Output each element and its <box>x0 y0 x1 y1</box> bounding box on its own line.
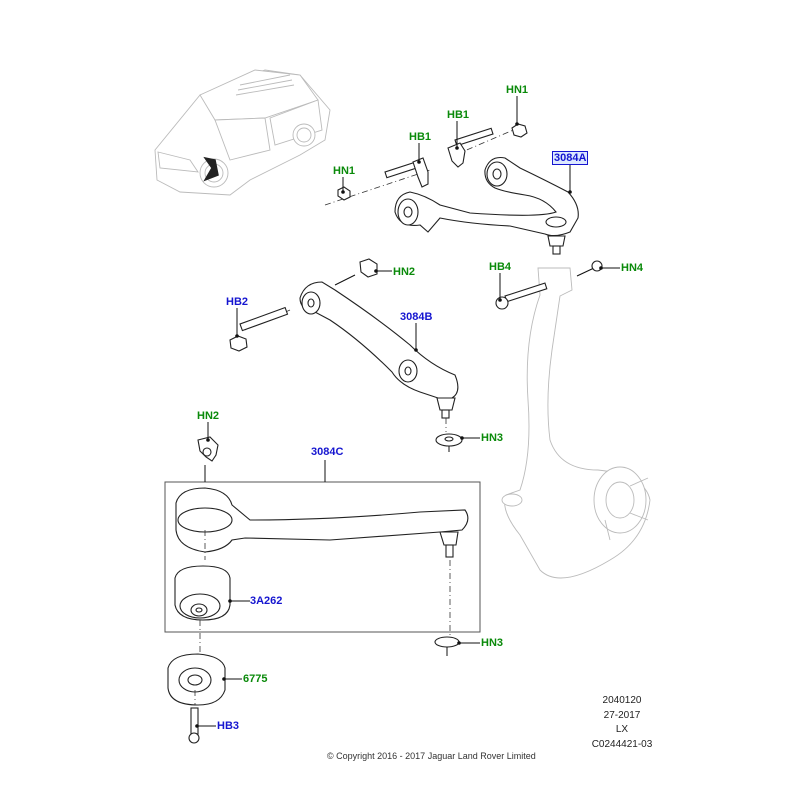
vehicle-locator-illustration <box>154 69 331 196</box>
callout-hb2[interactable]: HB2 <box>226 296 249 308</box>
lower-front-arm-3084B <box>229 258 463 452</box>
callout-hn3-lower[interactable]: HN3 <box>481 637 504 649</box>
lower-rear-arm-3084C <box>164 436 481 744</box>
ref-line-2: 27-2017 <box>603 709 641 721</box>
diagram-reference-info: 2040120 27-2017 LX C0244421-03 <box>567 694 677 752</box>
callout-hn2-top[interactable]: HN2 <box>393 266 416 278</box>
copyright-notice: © Copyright 2016 - 2017 Jaguar Land Rove… <box>327 751 536 761</box>
callout-3084a-highlighted[interactable]: 3084A <box>552 151 589 165</box>
ref-line-4: C0244421-03 <box>591 738 653 750</box>
callout-hn2-left[interactable]: HN2 <box>197 410 220 422</box>
callout-hn3-upper[interactable]: HN3 <box>481 432 504 444</box>
callout-hb4[interactable]: HB4 <box>489 261 512 273</box>
callout-hn4[interactable]: HN4 <box>621 262 644 274</box>
callout-hn1-right[interactable]: HN1 <box>506 84 529 96</box>
upper-control-arm-3084A <box>394 156 579 255</box>
callout-leaders <box>195 96 620 728</box>
callout-hn1-left[interactable]: HN1 <box>333 165 356 177</box>
callout-hb1-left[interactable]: HB1 <box>409 131 432 143</box>
hardware-upper-left <box>324 123 528 206</box>
callout-3084c[interactable]: 3084C <box>311 446 344 458</box>
ref-line-1: 2040120 <box>602 695 642 706</box>
callout-3084b[interactable]: 3084B <box>400 311 433 323</box>
steering-knuckle <box>495 260 651 579</box>
callout-hb1-right[interactable]: HB1 <box>447 109 470 121</box>
ref-line-3: LX <box>615 724 629 735</box>
callout-6775[interactable]: 6775 <box>243 673 268 685</box>
callout-3a262[interactable]: 3A262 <box>250 595 283 607</box>
callout-hb3[interactable]: HB3 <box>217 720 240 732</box>
